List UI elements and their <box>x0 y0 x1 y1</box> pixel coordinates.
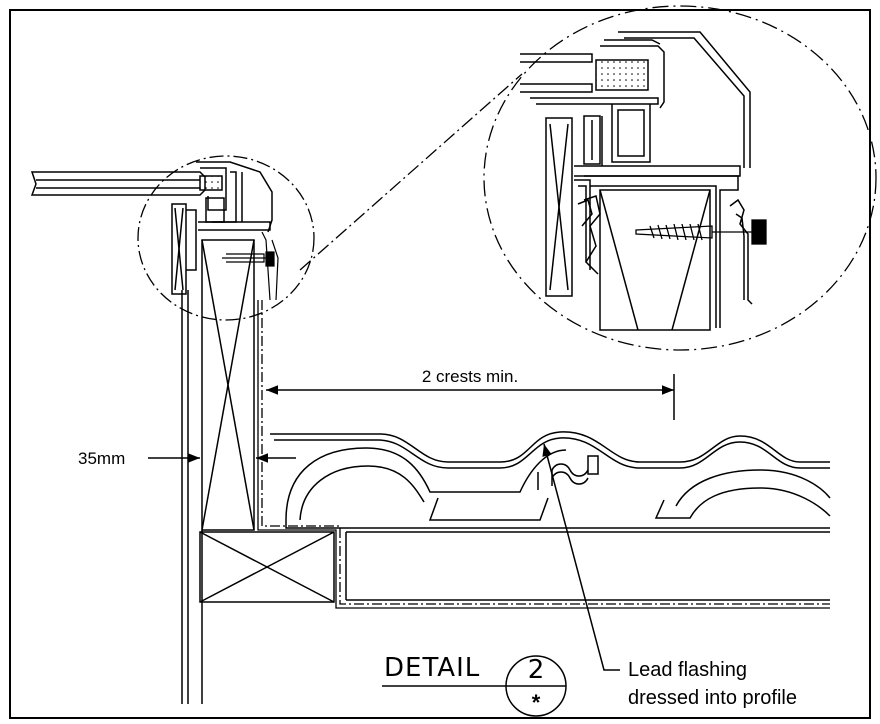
callout-line-2: dressed into profile <box>628 687 797 709</box>
enlarged-frame <box>520 31 753 331</box>
wall-stud <box>181 239 255 704</box>
magnifier-circle-small <box>137 155 315 321</box>
width-dimension: 35mm <box>78 449 296 468</box>
magnifier-leader <box>299 73 523 271</box>
window-frame-small <box>196 161 273 233</box>
drawing-frame <box>9 9 871 719</box>
crests-dimension: 2 crests min. <box>266 367 675 420</box>
roof-tiles <box>270 431 831 529</box>
enlarged-screw <box>635 219 767 245</box>
crests-label: 2 crests min. <box>422 367 518 386</box>
glazing-panel <box>30 171 223 196</box>
fixing-screw-small <box>222 231 279 301</box>
detail-sheet: * <box>532 690 541 715</box>
magnifier-circle-large <box>483 5 877 351</box>
flashing-line <box>261 300 830 605</box>
detail-tag: DETAIL 2 * <box>382 653 567 717</box>
detail-label: DETAIL <box>384 653 480 683</box>
wall-cladding <box>171 203 197 295</box>
flashing-edge <box>257 300 830 609</box>
detail-number: 2 <box>528 655 545 685</box>
rafter <box>199 531 830 603</box>
lead-flashing-callout: Lead flashing dressed into profile <box>542 443 797 709</box>
callout-line-1: Lead flashing <box>628 659 747 681</box>
width-label: 35mm <box>78 449 125 468</box>
